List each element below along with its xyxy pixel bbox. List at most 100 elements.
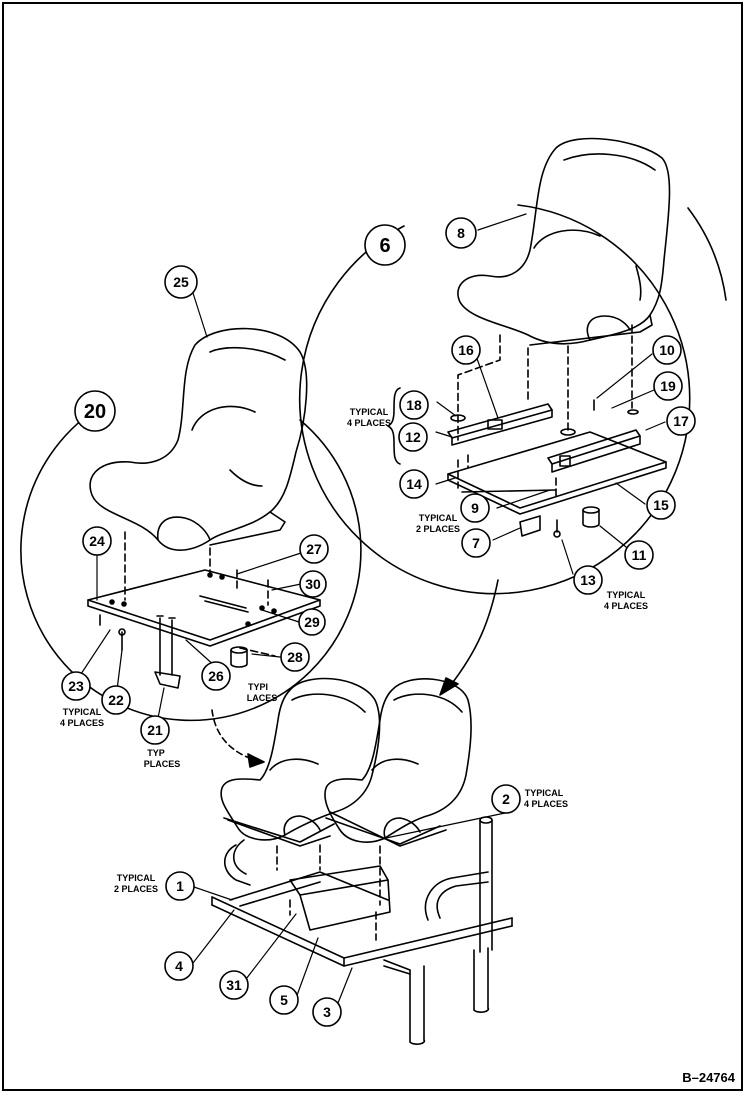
- callout-7: 7: [472, 535, 480, 551]
- note-typical-2-lower: TYPICAL: [117, 873, 156, 883]
- callout-11: 11: [632, 547, 647, 563]
- note-4-places-right-bottom: 4 PLACES: [604, 601, 648, 611]
- callout-circle-21: [140, 715, 170, 745]
- callout-circle-16: [451, 335, 481, 365]
- seat-25: [89, 327, 308, 551]
- callout-circle-5: [269, 985, 299, 1015]
- callout-9: 9: [471, 500, 479, 516]
- callout-circle-17: [666, 406, 696, 436]
- callout-circle-3: [312, 997, 342, 1027]
- right-detail-assembly-lines: [457, 324, 633, 501]
- note-4-places-left: 4 PLACES: [60, 718, 104, 728]
- callout-3: 3: [323, 1004, 331, 1020]
- note-typical-4-right-bottom: TYPICAL: [607, 590, 646, 600]
- note-places-left-mid: LACES: [247, 693, 278, 703]
- callout-15: 15: [653, 497, 669, 513]
- seat-plate-24: [87, 569, 321, 647]
- callout-8: 8: [457, 225, 465, 241]
- detail-circle-6: [298, 204, 727, 595]
- callout-circle-1: [165, 871, 195, 901]
- callout-circle-18: [399, 390, 429, 420]
- note-4-places-right-top: 4 PLACES: [347, 418, 391, 428]
- callout-circle-29: [298, 608, 326, 636]
- note-typical-4-left: TYPICAL: [63, 707, 102, 717]
- arrow-right-detail-to-assembly: [439, 579, 499, 696]
- callout-circle-24: [82, 526, 112, 556]
- note-typical-4-lower: TYPICAL: [525, 788, 564, 798]
- callout-20: 20: [84, 401, 106, 423]
- callout-12: 12: [405, 429, 421, 445]
- callout-circles: [61, 217, 696, 1027]
- lower-seat-plates: [227, 811, 447, 847]
- detail-circle-20: [20, 407, 362, 722]
- callout-circle-23: [61, 671, 91, 701]
- note-typical-left-bottom: TYP: [147, 748, 165, 758]
- callout-25: 25: [173, 274, 189, 290]
- note-places-left-bottom: PLACES: [144, 759, 181, 769]
- callout-26: 26: [208, 668, 224, 684]
- lower-seat-right: [324, 678, 472, 845]
- note-4-places-lower: 4 PLACES: [524, 799, 568, 809]
- right-detail-hardware: [450, 399, 639, 538]
- typical-notes: TYPICAL 4 PLACES TYPICAL 2 PLACES TYPICA…: [60, 407, 648, 894]
- callout-5: 5: [280, 992, 288, 1008]
- callout-24: 24: [89, 533, 105, 549]
- callout-circle-15: [646, 490, 676, 520]
- callout-circle-30: [299, 570, 327, 598]
- callout-10: 10: [659, 342, 675, 358]
- callout-27: 27: [306, 541, 322, 557]
- callout-circle-27: [299, 534, 329, 564]
- slide-rail-16: [447, 403, 553, 446]
- callout-1: 1: [176, 878, 184, 894]
- callout-22: 22: [108, 692, 124, 708]
- callout-circle-13: [573, 565, 603, 595]
- callout-21: 21: [147, 722, 163, 738]
- callout-circle-9: [460, 493, 490, 523]
- note-2-places-right: 2 PLACES: [416, 524, 460, 534]
- callout-18: 18: [406, 397, 422, 413]
- typical-4-places-bracket: [387, 387, 401, 465]
- callout-numbers: 25 20 24 27 30 29 28 23 22 26 21 6 8 16 …: [68, 225, 689, 1020]
- callout-circle-12: [398, 422, 428, 452]
- callout-circle-22: [101, 685, 131, 715]
- lower-assembly-lines: [276, 844, 381, 941]
- callout-circle-11: [624, 540, 654, 570]
- callout-16: 16: [458, 342, 474, 358]
- seat-frame-3: [211, 816, 513, 1045]
- callout-6: 6: [379, 235, 390, 257]
- callout-17: 17: [673, 413, 689, 429]
- figure-id-label: B–24764: [682, 1070, 735, 1085]
- callout-2: 2: [502, 791, 510, 807]
- callout-circle-6: [364, 224, 406, 266]
- callout-4: 4: [175, 958, 183, 974]
- left-detail-hardware: [99, 614, 248, 689]
- callout-circle-2: [491, 784, 521, 814]
- callout-31: 31: [226, 977, 242, 993]
- seat-8: [457, 137, 671, 346]
- callout-28: 28: [287, 649, 303, 665]
- callout-circle-20: [74, 390, 116, 432]
- callout-circle-10: [652, 335, 682, 365]
- callout-circle-4: [164, 951, 194, 981]
- callout-circle-26: [201, 661, 231, 691]
- callout-circle-28: [280, 642, 310, 672]
- arrow-left-detail-to-assembly: [211, 709, 265, 768]
- note-2-places-lower: 2 PLACES: [114, 884, 158, 894]
- callout-circle-7: [461, 528, 491, 558]
- callout-19: 19: [660, 378, 676, 394]
- lower-seat-left: [220, 677, 381, 843]
- mounting-plate-14: [447, 431, 667, 515]
- note-typical-4-right-top: TYPICAL: [350, 407, 389, 417]
- callout-30: 30: [305, 576, 321, 592]
- callout-circle-19: [653, 371, 683, 401]
- callout-circle-25: [164, 265, 198, 299]
- note-typical-left-mid: TYPI: [248, 682, 268, 692]
- callout-13: 13: [580, 572, 596, 588]
- callout-circle-14: [399, 469, 429, 499]
- slide-rail-15: [547, 429, 641, 473]
- callout-circle-8: [445, 217, 477, 249]
- callout-14: 14: [406, 476, 422, 492]
